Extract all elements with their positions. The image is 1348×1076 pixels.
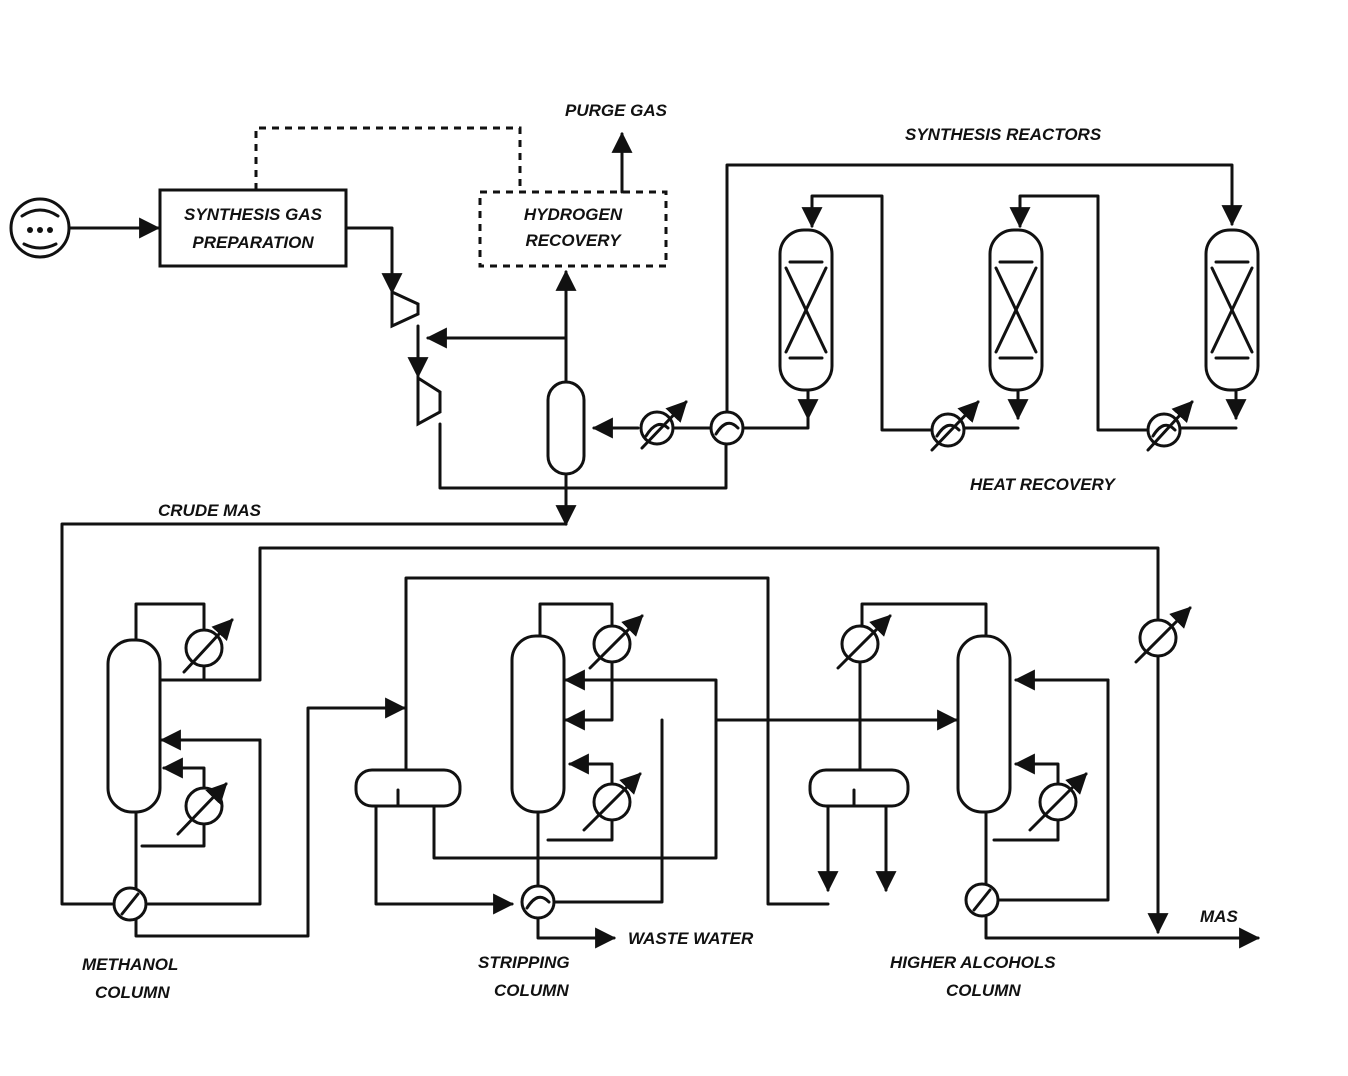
separator-vessel (546, 380, 586, 476)
mas-product-line (984, 914, 1261, 949)
methanol-reboiler-loop (140, 822, 206, 848)
waste-water-label: WASTE WATER (628, 929, 754, 948)
alcohols-reboiler-loop (992, 818, 1060, 842)
compressor-icon (390, 289, 420, 329)
methanol-reflux-line (158, 664, 206, 682)
decanter-2 (808, 768, 910, 808)
methanol-column-label-2: COLUMN (95, 983, 170, 1002)
interstage-line-1 (801, 194, 934, 432)
heat-exchanger-icon (964, 882, 1000, 918)
hydrogen-recovery-label-2: RECOVERY (525, 231, 622, 250)
synthesis-gas-preparation-label-2: PREPARATION (192, 233, 314, 252)
decanter1-to-stripping-line (432, 669, 718, 860)
methanol-to-decanter-line (134, 697, 407, 938)
methanol-overhead-line (158, 546, 1160, 682)
alcohols-condenser-loop (860, 602, 988, 638)
purge-gas-label: PURGE GAS (565, 101, 668, 120)
methanol-condenser-loop (134, 602, 206, 642)
waste-water-line (536, 916, 617, 949)
cooler-icon (182, 618, 234, 674)
decanter1-to-exchanger-line (374, 804, 515, 915)
synthesis-reactor-2 (988, 228, 1044, 392)
stripping-column-label-2: COLUMN (494, 981, 569, 1000)
compressor-icon (416, 375, 442, 427)
mas-label: MAS (1200, 907, 1238, 926)
crude-mas-label: CRUDE MAS (158, 501, 262, 520)
cooler-icon (588, 614, 644, 670)
cooler-icon (930, 400, 980, 452)
cooler-icon (836, 614, 892, 670)
stripping-reboiler-return (567, 753, 614, 788)
stripping-recycle-line (552, 718, 664, 904)
alcohols-reflux-loop (996, 678, 1110, 902)
heat-recovery-label: HEAT RECOVERY (970, 475, 1117, 494)
coal-feed-icon (9, 197, 71, 259)
heat-exchanger-icon (112, 886, 148, 922)
syngas-to-compressor-line (344, 226, 403, 295)
cooler-icon (176, 782, 228, 836)
heat-exchanger-icon (520, 884, 556, 920)
synthesis-reactor-3 (1204, 228, 1260, 392)
alcohols-reboiler-return (1013, 753, 1060, 788)
methanol-column (106, 638, 162, 814)
heat-exchanger-icon (709, 410, 745, 446)
synthesis-gas-preparation-unit: SYNTHESIS GAS PREPARATION (158, 188, 348, 268)
stripping-reflux-line (563, 660, 614, 731)
higher-alcohols-column (956, 634, 1012, 814)
synthesis-reactor-1 (778, 228, 834, 392)
compressed-gas-line (438, 422, 728, 490)
methanol-feed-loop (146, 738, 262, 906)
reactor1-outlet-line (741, 394, 810, 430)
stripping-reboiler-loop (546, 818, 614, 842)
stripping-condenser-loop (538, 602, 614, 638)
higher-alcohols-column-label-1: HIGHER ALCOHOLS (890, 953, 1056, 972)
hydrogen-recovery-unit: HYDROGEN RECOVERY (478, 190, 668, 268)
decanter-1 (354, 768, 462, 808)
cooler-icon (639, 400, 688, 450)
hydrogen-recovery-label-1: HYDROGEN (524, 205, 623, 224)
stripping-column-label-1: STRIPPING (478, 953, 570, 972)
methanol-reboiler-return (161, 757, 206, 792)
synthesis-reactors-label: SYNTHESIS REACTORS (905, 125, 1102, 144)
interstage-line-2 (1009, 194, 1150, 432)
cooler-icon (1134, 606, 1192, 664)
hydrogen-return-line (254, 126, 522, 192)
stripping-column (510, 634, 566, 814)
cooler-icon (1146, 400, 1194, 452)
stripping-overhead-loop (404, 576, 830, 906)
synthesis-gas-preparation-label-1: SYNTHESIS GAS (184, 205, 323, 224)
higher-alcohols-column-label-2: COLUMN (946, 981, 1021, 1000)
crude-mas-line (60, 522, 568, 906)
methanol-column-label-1: METHANOL (82, 955, 178, 974)
reactor-feed-line (725, 163, 1243, 414)
